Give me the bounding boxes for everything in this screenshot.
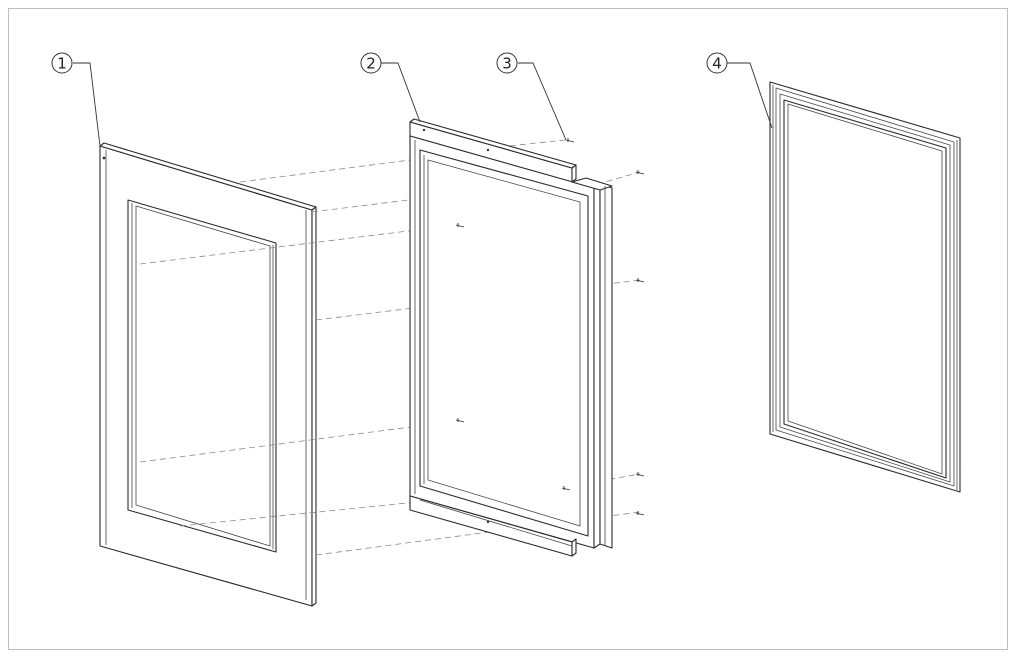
callout-1: 1 [51, 52, 73, 74]
part-2-frame-assembly [409, 118, 613, 557]
callout-2-label: 2 [366, 55, 376, 73]
callout-4-label: 4 [712, 55, 722, 73]
callout-3: 3 [496, 52, 518, 74]
callout-1-label: 1 [57, 55, 67, 73]
part-1-door-panel [99, 142, 317, 607]
leader-lines [73, 62, 773, 147]
panel-window-opening [127, 199, 277, 553]
part-3-screws [455, 138, 645, 516]
callout-2: 2 [360, 52, 382, 74]
callout-3-label: 3 [502, 55, 512, 73]
callout-4: 4 [706, 52, 728, 74]
part-4-trim-frame [769, 81, 961, 493]
